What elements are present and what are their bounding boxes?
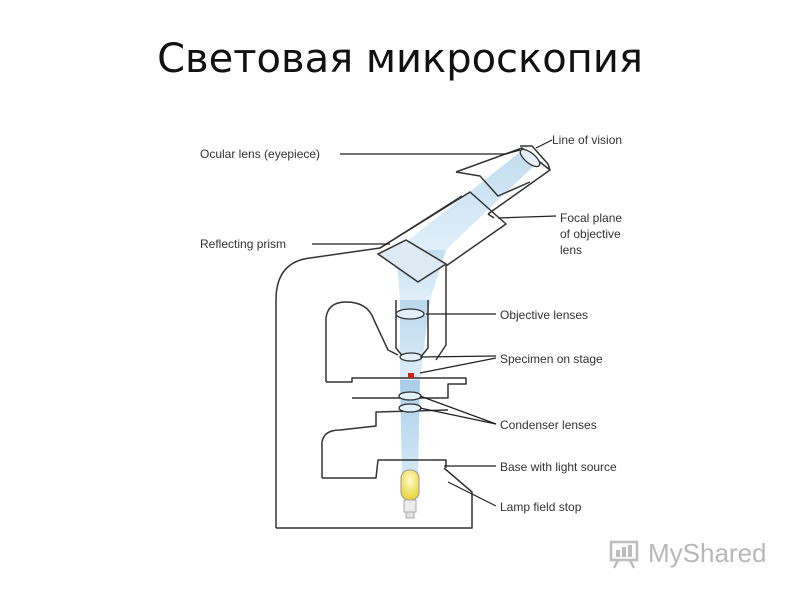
watermark-text: MyShared xyxy=(648,537,767,568)
lamp-bulb xyxy=(400,469,420,519)
objective-lens-upper xyxy=(395,308,425,320)
specimen xyxy=(408,373,414,378)
label-reflecting-prism: Reflecting prism xyxy=(200,237,286,251)
myshared-logo-icon xyxy=(609,540,639,569)
watermark: MyShared xyxy=(608,536,767,570)
reflecting-prism xyxy=(376,239,448,283)
slide-title: Световая микроскопия xyxy=(157,36,643,82)
label-condenser-lenses: Condenser lenses xyxy=(500,418,597,432)
label-focal-plane-3: lens xyxy=(560,243,582,257)
label-line-of-vision: Line of vision xyxy=(552,133,622,147)
label-focal-plane-2: of objective xyxy=(560,227,621,241)
leader-lines xyxy=(312,139,557,507)
label-lamp-field-stop: Lamp field stop xyxy=(500,500,582,514)
label-specimen: Specimen on stage xyxy=(500,352,603,366)
label-focal-plane-1: Focal plane xyxy=(560,211,622,225)
eyepiece-lens xyxy=(519,148,541,168)
condenser-lens-upper xyxy=(398,391,422,401)
objective-lens-lower xyxy=(399,352,423,362)
label-ocular-lens: Ocular lens (eyepiece) xyxy=(200,147,320,161)
condenser-lens-lower xyxy=(398,403,422,413)
label-objective-lenses: Objective lenses xyxy=(500,308,588,322)
label-base-light-source: Base with light source xyxy=(500,460,617,474)
